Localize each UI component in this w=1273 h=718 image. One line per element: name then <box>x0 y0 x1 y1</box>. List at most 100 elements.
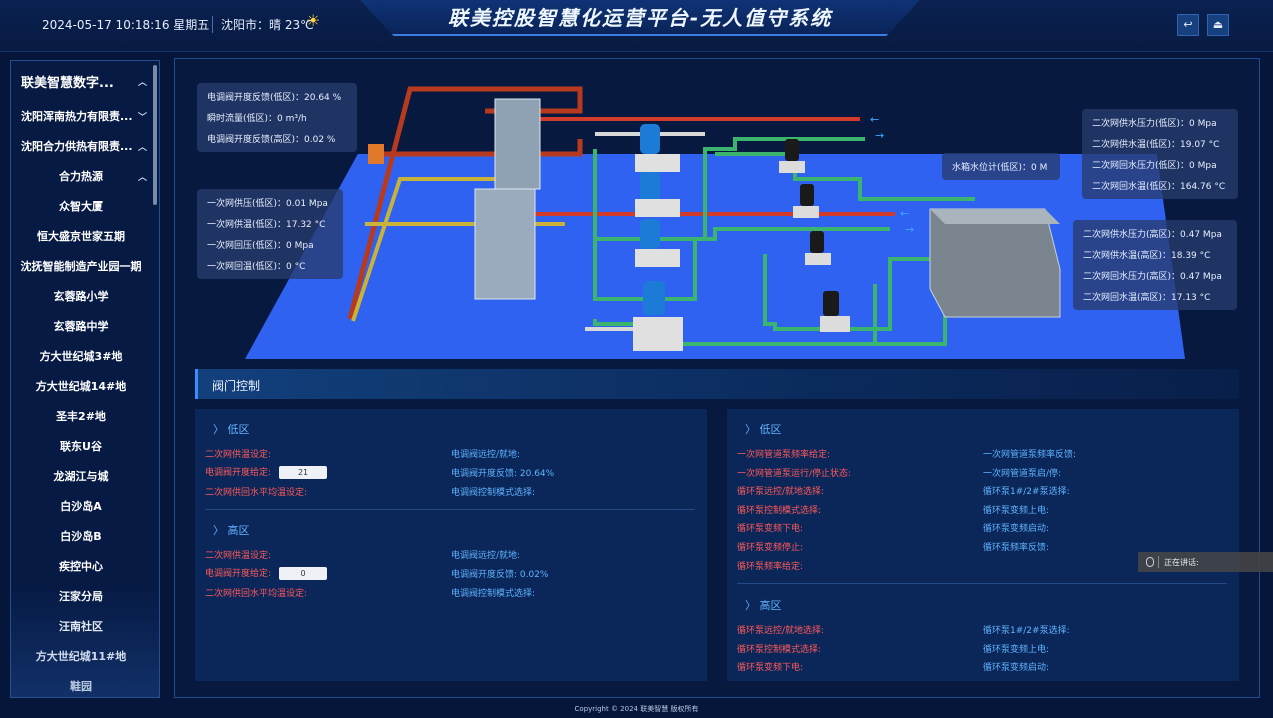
main-panel: ← → ← → 电调阀开度反馈(低区)：20.64 % 瞬时流量(低区)：0 m… <box>174 58 1260 698</box>
opening-set-input[interactable]: 21 <box>279 466 328 479</box>
control-item[interactable]: 循环泵1#/2#泵选择: <box>983 487 1070 498</box>
water-tank-top <box>930 209 1060 224</box>
green-pipe <box>763 254 935 331</box>
plate-heat-exchanger <box>494 98 541 190</box>
info-row: 瞬时流量(低区)：0 m³/h <box>207 114 307 124</box>
sidebar-station-item[interactable]: 疾控中心 <box>59 560 103 573</box>
sidebar-station-item[interactable]: 方大世纪城14#地 <box>35 380 127 393</box>
sidebar-station-item[interactable]: 圣丰2#地 <box>56 410 106 423</box>
control-item[interactable]: 循环泵1#/2#泵选择: <box>983 626 1070 636</box>
plate-heat-exchanger <box>474 188 536 300</box>
pump-bases <box>633 154 683 351</box>
equipment-scene: ← → ← → 电调阀开度反馈(低区)：20.64 % 瞬时流量(低区)：0 m… <box>175 59 1261 364</box>
section-high: 〉 高区 <box>213 524 250 537</box>
sidebar: 联美智慧数字... ︿ 沈阳浑南热力有限责... ﹀ 沈阳合力供热有限责... … <box>10 60 160 698</box>
separator <box>1158 556 1159 568</box>
microphone-icon <box>1146 557 1154 567</box>
weather-text: 沈阳市：晴 23℃ <box>212 16 314 33</box>
control-item[interactable]: 循环泵远控/就地选择: <box>737 626 825 636</box>
avg-temp-set[interactable]: 二次网供回水平均温设定: <box>205 589 308 599</box>
supply-temp-set[interactable]: 二次网供温设定: <box>205 551 272 561</box>
sidebar-company-label: 沈阳合力供热有限责... <box>21 140 133 153</box>
remote-local[interactable]: 电调阀远控/就地: <box>451 450 521 460</box>
opening-set-input[interactable]: 0 <box>279 567 328 580</box>
return-button[interactable]: ↩ <box>1177 14 1199 36</box>
info-row: 一次网回压(低区)：0 Mpa <box>207 241 314 251</box>
info-box-valve-low: 电调阀开度反馈(低区)：20.64 % 瞬时流量(低区)：0 m³/h 电调阀开… <box>197 83 357 152</box>
control-item[interactable]: 一次网管道泵启/停: <box>983 468 1062 479</box>
info-box-secondary-low: 二次网供水压力(低区)：0 Mpa 二次网供水温(低区)：19.07 °C 二次… <box>1082 109 1238 199</box>
info-row: 一次网回温(低区)：0 °C <box>207 262 306 272</box>
info-row: 二次网回水压力(高区)：0.47 Mpa <box>1083 272 1222 282</box>
valve-panel-left: 〉 低区 二次网供温设定: 电调阀远控/就地: 电调阀开度给定:21 电调阀开度… <box>195 409 707 681</box>
control-item[interactable]: 循环泵变频下电: <box>737 524 804 535</box>
avg-temp-set[interactable]: 二次网供回水平均温设定: <box>205 488 308 498</box>
sidebar-company-0[interactable]: 沈阳浑南热力有限责... ﹀ <box>11 101 159 131</box>
control-item[interactable]: 一次网管道泵频率反馈: <box>983 450 1077 460</box>
footer-copyright: Copyright © 2024 联美智慧 版权所有 <box>574 705 699 713</box>
sidebar-company-label: 沈阳浑南热力有限责... <box>21 110 133 123</box>
flow-arrow-right: → <box>875 129 884 142</box>
section-high: 〉 高区 <box>745 599 782 612</box>
sidebar-company-1[interactable]: 沈阳合力供热有限责... ︿ <box>11 131 159 161</box>
sidebar-org[interactable]: 联美智慧数字... ︿ <box>11 61 159 101</box>
control-item[interactable]: 循环泵变频停止: <box>737 543 804 553</box>
sidebar-scrollbar[interactable] <box>153 65 157 205</box>
control-item[interactable]: 循环泵变频上电: <box>983 644 1050 655</box>
valve-control-header: 阀门控制 <box>195 369 1239 399</box>
sidebar-station-item[interactable]: 玄蓉路小学 <box>53 290 109 303</box>
sidebar-station-item[interactable]: 联东U谷 <box>60 440 102 453</box>
supply-temp-set[interactable]: 二次网供温设定: <box>205 450 272 460</box>
control-item[interactable]: 一次网管道泵运行/停止状态: <box>737 468 852 479</box>
sidebar-source[interactable]: 合力热源 ︿ <box>11 161 159 191</box>
mode-select[interactable]: 电调阀控制模式选择: <box>451 589 536 599</box>
sidebar-station-item[interactable]: 龙湖江与城 <box>53 470 109 483</box>
mode-select[interactable]: 电调阀控制模式选择: <box>451 488 536 498</box>
sidebar-station-item[interactable]: 汪南社区 <box>11 611 159 641</box>
sidebar-station-item[interactable]: 众智大厦 <box>59 200 103 213</box>
chevron-up-icon: ︿ <box>137 172 147 183</box>
red-pipe <box>375 139 583 157</box>
remote-local[interactable]: 电调阀远控/就地: <box>451 551 521 561</box>
page-title: 联美控股智慧化运营平台-无人值守系统 <box>447 6 833 30</box>
info-row: 二次网回水温(高区)：17.13 °C <box>1083 293 1211 303</box>
sidebar-station-item[interactable]: 沈抚智能制造产业园一期 <box>20 260 142 273</box>
sidebar-station-item[interactable]: 汪家分局 <box>11 581 159 611</box>
city-skyline-decoration <box>11 587 159 697</box>
info-row: 水箱水位计(低区)：0 M <box>952 163 1048 173</box>
control-item[interactable]: 循环泵控制模式选择: <box>737 505 822 516</box>
chevron-up-icon: ︿ <box>137 142 147 153</box>
control-item[interactable]: 循环泵频率反馈: <box>983 543 1050 553</box>
info-box-primary-network: 一次网供压(低区)：0.01 Mpa 一次网供温(低区)：17.32 °C 一次… <box>197 189 343 279</box>
sidebar-station-item[interactable]: 白沙岛B <box>60 530 102 543</box>
opening-set[interactable]: 电调阀开度给定:21 <box>205 465 328 479</box>
opening-set[interactable]: 电调阀开度给定:0 <box>205 566 328 580</box>
sidebar-station-item[interactable]: 方大世纪城3#地 <box>39 350 123 363</box>
control-item[interactable]: 循环泵控制模式选择: <box>737 644 822 655</box>
black-pumps <box>785 139 839 316</box>
sidebar-station-item[interactable]: 方大世纪城11#地 <box>11 641 159 671</box>
info-row: 电调阀开度反馈(低区)：20.64 % <box>207 93 342 103</box>
info-row: 二次网供水温(高区)：18.39 °C <box>1083 251 1211 261</box>
sidebar-station-item[interactable]: 鞋园 <box>11 671 159 697</box>
sidebar-station-item[interactable]: 恒大盛京世家五期 <box>37 230 125 243</box>
sidebar-station-item[interactable]: 玄蓉路中学 <box>53 320 109 333</box>
title-plate <box>360 0 920 36</box>
sidebar-org-label: 联美智慧数字... <box>21 75 114 91</box>
control-item[interactable]: 循环泵频率给定: <box>737 561 804 572</box>
speaking-label: 正在讲话: <box>1164 557 1199 567</box>
section-low: 〉 低区 <box>745 423 782 436</box>
control-item[interactable]: 循环泵变频启动: <box>983 663 1050 674</box>
divider <box>737 583 1227 584</box>
valve-control-title: 阀门控制 <box>212 379 261 393</box>
sun-icon: ☀ <box>306 11 321 30</box>
exit-button[interactable]: ⏏ <box>1207 14 1229 36</box>
control-item[interactable]: 循环泵远控/就地选择: <box>737 487 825 498</box>
control-item[interactable]: 循环泵变频启动: <box>983 524 1050 535</box>
control-item[interactable]: 循环泵变频下电: <box>737 663 804 674</box>
control-item[interactable]: 循环泵变频上电: <box>983 505 1050 516</box>
info-row: 二次网供水压力(低区)：0 Mpa <box>1092 119 1217 129</box>
divider <box>205 509 695 510</box>
sidebar-station-item[interactable]: 白沙岛A <box>60 500 102 513</box>
control-item[interactable]: 一次网管道泵频率给定: <box>737 450 831 460</box>
